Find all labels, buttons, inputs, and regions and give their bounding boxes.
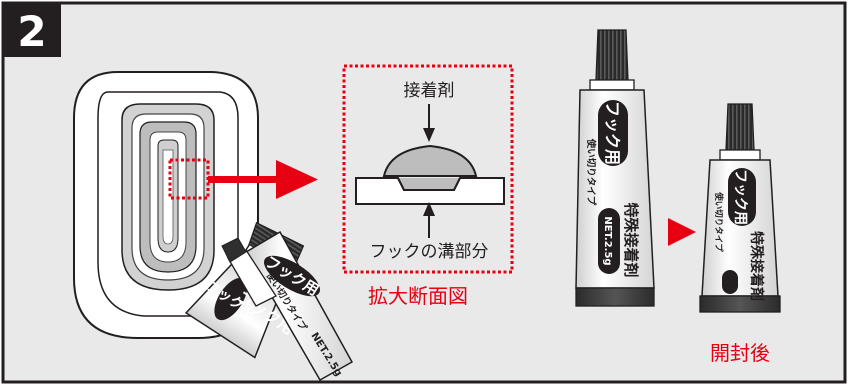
applying-tube-body: フック用 使い切りタイプ NET.2.5g xyxy=(221,230,354,382)
cross-section-detail: 接着剤 フックの溝部分 拡大断面図 xyxy=(342,64,514,308)
step-badge xyxy=(3,3,61,57)
after-opening-label: 開封後 xyxy=(710,341,770,365)
tube-product-name: 特殊接着剤 xyxy=(622,202,640,277)
tube-subtitle: 使い切りタイプ xyxy=(585,138,597,206)
zoom-arrow xyxy=(208,160,318,199)
tube-brand-badge: フック用 xyxy=(603,101,622,165)
step-number: 2 xyxy=(17,7,46,56)
tube-net-label: NET.2.5g xyxy=(602,216,613,265)
hook-groove-label: フックの溝部分 xyxy=(370,242,489,262)
opened-tube-product-name: 特殊接着剤 xyxy=(748,231,765,301)
transition-arrow xyxy=(668,218,696,246)
adhesive-label: 接着剤 xyxy=(404,81,455,101)
tube-opened: フック用 使い切りタイプ 特殊接着剤 xyxy=(699,103,781,313)
opened-tube-brand-badge: フック用 xyxy=(732,169,748,225)
cross-section-frame xyxy=(342,64,514,274)
hook-base-illustration xyxy=(73,71,259,339)
opened-tube-subtitle: 使い切りタイプ xyxy=(713,191,724,252)
enlarged-section-label: 拡大断面図 xyxy=(368,284,468,308)
tube-unopened: フック用 使い切りタイプ 特殊接着剤 NET.2.5g xyxy=(575,29,655,307)
